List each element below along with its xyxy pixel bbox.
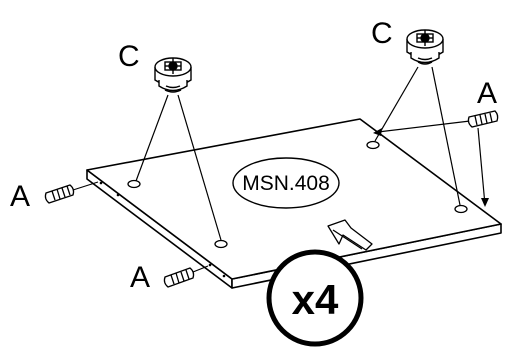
edge-hole: [99, 181, 103, 185]
dowel-left-leader: [72, 181, 99, 191]
part-code-oval: [232, 157, 340, 209]
dowel-left: [44, 184, 75, 204]
cam-hole-front: [214, 239, 228, 249]
edge-hole: [208, 263, 212, 267]
dowel-right: [467, 110, 499, 128]
cam-hole-left: [127, 179, 141, 189]
dowel-left-label: A: [10, 180, 30, 213]
dowel-bottom: [163, 267, 195, 288]
cam-hole-back: [366, 140, 380, 150]
cam-lock-right: [406, 29, 444, 65]
quantity-badge-text: x4: [292, 276, 339, 323]
dowel-bottom-leader: [192, 265, 209, 273]
cam-lock-right-label: C: [371, 17, 393, 50]
part-code-text: MSN.408: [242, 172, 330, 195]
leader-lines: [135, 66, 486, 241]
holes: [127, 140, 468, 249]
cam-hole-right: [454, 204, 468, 214]
edge-holes: [99, 181, 226, 278]
quantity-badge: x4: [266, 249, 364, 347]
arrowhead-icon: [373, 128, 382, 136]
part-code-badge: MSN.408: [232, 157, 340, 209]
dowel-right-label: A: [477, 77, 497, 110]
orientation-arrow-icon: [327, 219, 373, 251]
arrowhead-icon: [481, 198, 489, 207]
cam-lock-left-label: C: [118, 40, 140, 73]
edge-hole: [222, 274, 226, 278]
cam-lock-left: [154, 57, 192, 93]
edge-hole: [116, 193, 120, 197]
dowel-bottom-label: A: [130, 261, 150, 294]
quantity-badge-circle: [266, 249, 364, 347]
arrowheads: [373, 128, 489, 207]
